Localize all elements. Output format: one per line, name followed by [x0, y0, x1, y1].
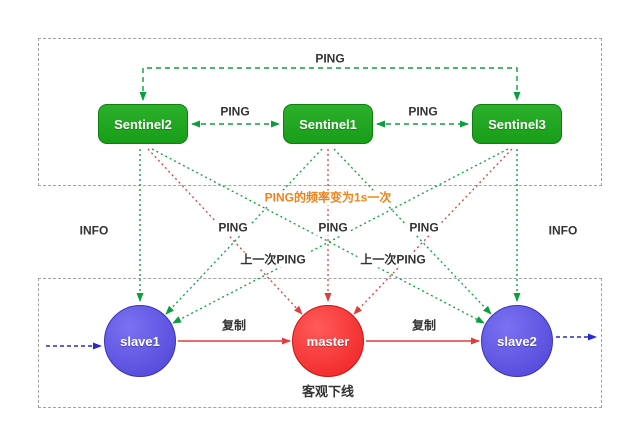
info-left-label: INFO [76, 223, 112, 239]
replicate-right-label: 复制 [408, 318, 440, 334]
ping-mid-center-label: PING [315, 220, 351, 236]
last-ping-right-label: 上一次PING [357, 252, 429, 268]
ping-s1-s3-label: PING [405, 104, 441, 120]
objective-offline-label: 客观下线 [298, 383, 358, 401]
ping-frequency-note: PING的频率变为1s一次 [261, 190, 395, 206]
sentinel3-node: Sentinel3 [472, 104, 562, 144]
slave1-node: slave1 [104, 305, 176, 377]
ping-mid-left-label: PING [215, 220, 251, 236]
last-ping-left-label: 上一次PING [237, 252, 309, 268]
slave2-node: slave2 [481, 305, 553, 377]
sentinel1-node: Sentinel1 [283, 104, 373, 144]
replicate-left-label: 复制 [218, 318, 250, 334]
ping-top-label: PING [312, 51, 348, 67]
info-right-label: INFO [545, 223, 581, 239]
ping-mid-right-label: PING [406, 220, 442, 236]
sentinel2-node: Sentinel2 [98, 104, 188, 144]
master-node: master [292, 305, 364, 377]
ping-s2-s1-label: PING [217, 104, 253, 120]
